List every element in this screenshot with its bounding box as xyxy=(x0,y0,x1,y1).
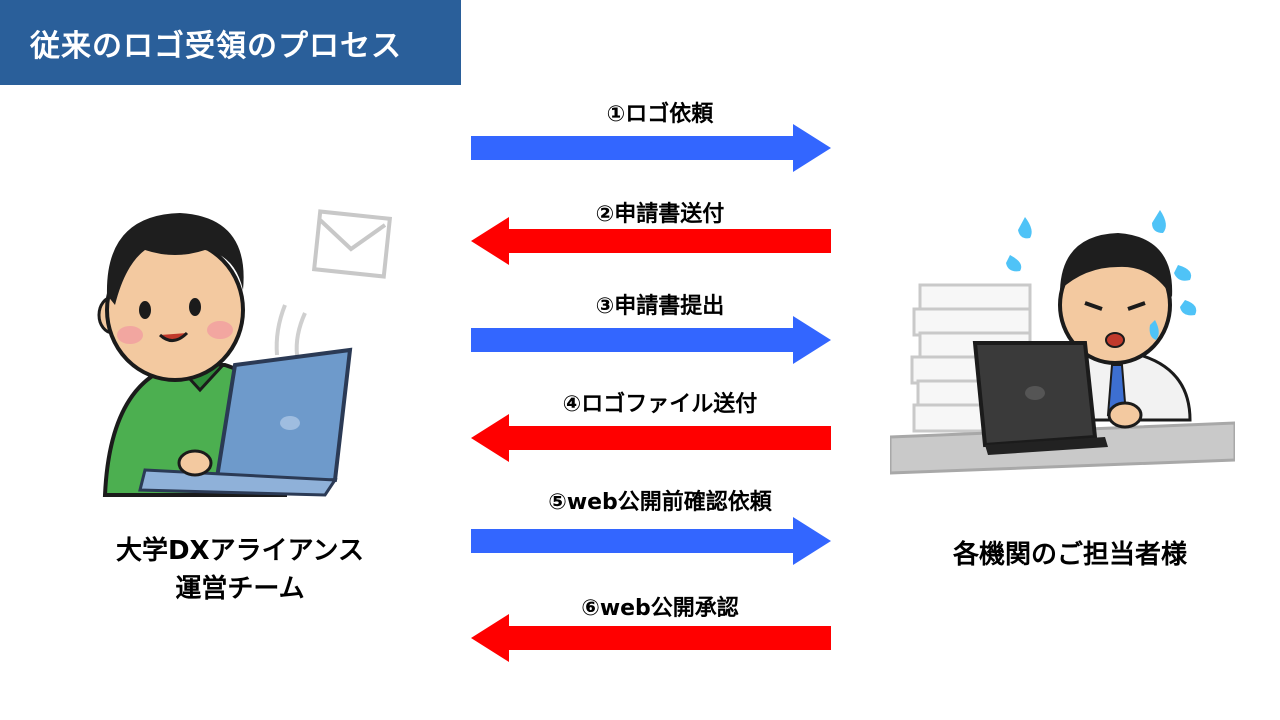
step-3-arrow-right xyxy=(471,316,831,364)
overwhelmed-worker-illustration xyxy=(890,210,1235,475)
step-1-arrow-right xyxy=(471,124,831,172)
step-3-label: ③申請書提出 xyxy=(595,294,725,319)
envelope-icon xyxy=(311,209,393,279)
page-title: 従来のロゴ受領のプロセス xyxy=(0,0,461,85)
step-6-label: ⑥web公開承認 xyxy=(581,596,739,621)
staff-at-laptop-illustration xyxy=(97,209,393,497)
left-party-line1: 大学DXアライアンス xyxy=(115,536,365,566)
left-party-line2: 運営チーム xyxy=(175,574,305,604)
step-6-arrow-left xyxy=(471,614,831,662)
left-party-label: 大学DXアライアンス 運営チーム xyxy=(60,532,420,608)
step-5-arrow-right xyxy=(471,517,831,565)
right-party-label: 各機関のご担当者様 xyxy=(952,540,1187,570)
step-4-label: ④ロゴファイル送付 xyxy=(562,392,758,417)
step-4-arrow-left xyxy=(471,414,831,462)
step-1-label: ①ロゴ依頼 xyxy=(606,102,714,127)
step-2-label: ②申請書送付 xyxy=(595,202,725,227)
step-2-arrow-left xyxy=(471,217,831,265)
step-5-label: ⑤web公開前確認依頼 xyxy=(548,490,772,515)
